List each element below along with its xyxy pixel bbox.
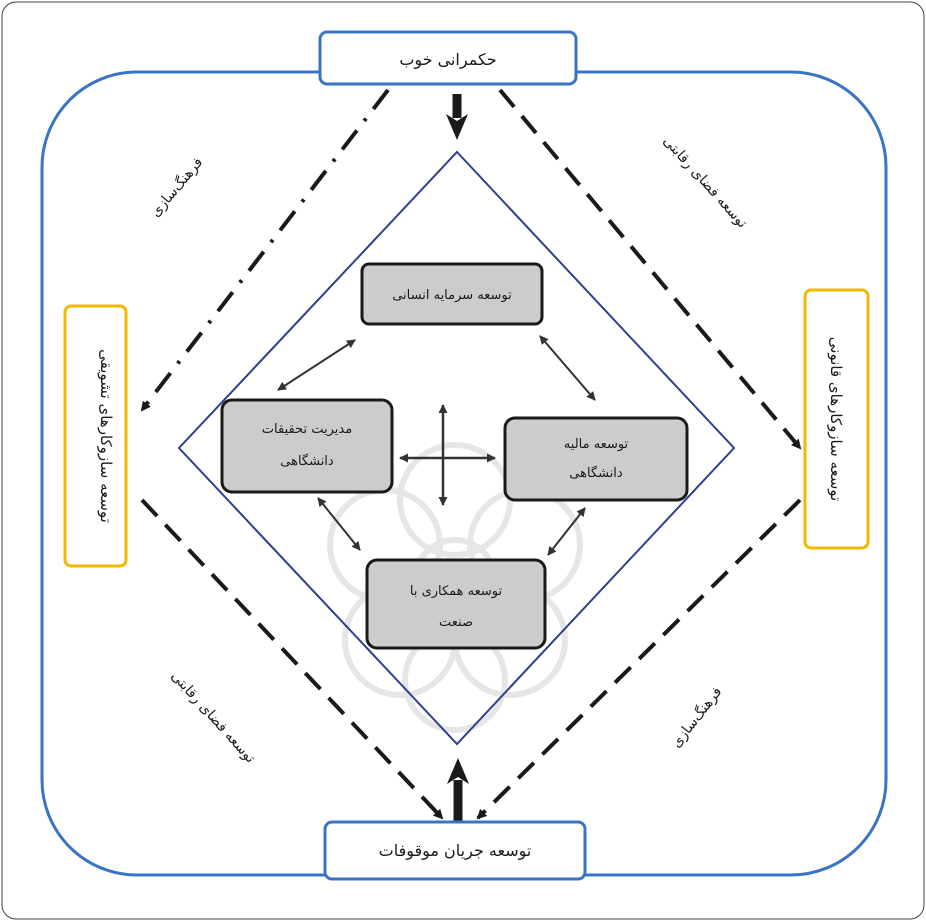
center-bottom-label-2: صنعت [439, 615, 473, 630]
center-top-box: توسعه سرمایه انسانی [360, 262, 544, 326]
bottom-box: توسعه جریان موقوفات [323, 820, 587, 881]
right-box: توسعه سازوکارهای قانونی [803, 288, 870, 550]
bottom-box-label: توسعه جریان موقوفات [379, 841, 532, 861]
arrow-top-left-dashdot [140, 88, 390, 412]
top-box: حکمرانی خوب [318, 30, 578, 86]
arrow-bottom-right-link [547, 507, 586, 556]
center-left-label-1: مدیریت تحقیقات [262, 422, 352, 437]
center-top-label: توسعه سرمایه انسانی [392, 288, 512, 303]
left-box: توسعه سازوکارهای تشویقی [63, 304, 128, 568]
arrow-bottom-right-dashed [476, 498, 802, 820]
center-left-label-2: دانشگاهی [280, 453, 334, 469]
left-box-label: توسعه سازوکارهای تشویقی [97, 349, 115, 523]
center-bottom-box: توسعه همکاری با صنعت [365, 558, 547, 650]
center-bottom-label-1: توسعه همکاری با [410, 584, 503, 599]
center-left-box: مدیریت تحقیقات دانشگاهی [220, 398, 394, 494]
center-right-box: توسعه مالیه دانشگاهی [503, 416, 689, 502]
top-box-label: حکمرانی خوب [399, 50, 496, 70]
diag-label-bottom-left: توسعه فضای رقابتی [168, 668, 259, 766]
inner-diamond [177, 150, 736, 746]
right-box-label: توسعه سازوکارهای قانونی [827, 337, 845, 501]
center-right-label-1: توسعه مالیه [564, 437, 629, 452]
arrow-bottom-left-dashed [140, 498, 444, 820]
arrow-top-right-link [539, 335, 596, 401]
diag-label-top-right: توسعه فضای رقابتی [660, 133, 751, 231]
arrow-bottom-left-link [317, 497, 361, 551]
center-right-label-2: دانشگاهی [569, 465, 623, 481]
arrow-top-right-dashed [498, 88, 802, 450]
diag-label-top-left: فرهنگ‌سازی [147, 154, 206, 220]
diag-label-bottom-right: فرهنگ‌سازی [668, 684, 726, 751]
arrow-top-left-link [277, 339, 356, 391]
